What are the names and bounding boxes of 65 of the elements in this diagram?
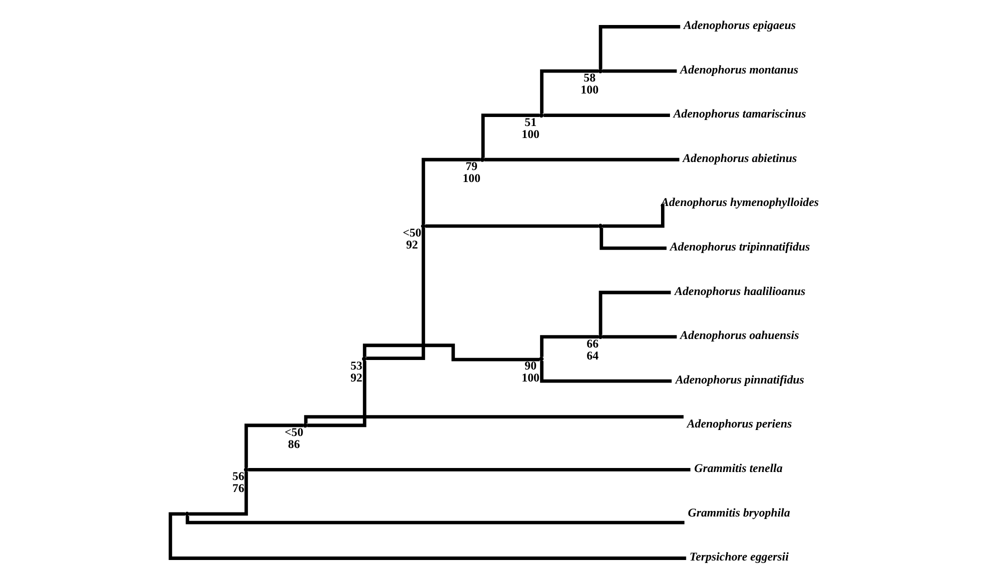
connector (244, 424, 303, 468)
connector (304, 415, 684, 424)
node-label: 90 (524, 358, 536, 372)
node-label: 76 (232, 481, 244, 496)
node-label: <50 (284, 424, 303, 439)
node-point (598, 68, 602, 74)
node-text: Grammitis tenella (694, 460, 782, 475)
connector (366, 228, 425, 360)
connector (185, 516, 684, 524)
node-label: 86 (288, 436, 300, 451)
node-text: Adenophorus periens (686, 416, 792, 431)
node-text: Adenophorus haalilioanus (674, 284, 805, 298)
node-point (480, 157, 484, 162)
connector (248, 468, 690, 472)
connector (540, 335, 598, 357)
node-text: Adenophorus epigaeus (683, 18, 796, 32)
node-point (184, 512, 189, 516)
node-point (243, 467, 248, 472)
connector (362, 344, 540, 362)
node-text: Adenophorus tamariscinus (672, 106, 806, 121)
node-text: Terpsichore eggersii (689, 550, 788, 564)
connector (598, 25, 680, 70)
node-label: 100 (521, 126, 539, 141)
node-point (420, 224, 426, 228)
node-label: 100 (521, 370, 539, 384)
node-text: Adenophorus tripinnatifidus (669, 240, 810, 254)
node-label: 92 (350, 370, 362, 384)
connector (306, 360, 366, 428)
node-label: 56 (232, 469, 244, 484)
connector (602, 335, 676, 338)
node-point (538, 113, 544, 118)
connector (540, 360, 672, 383)
connector (188, 472, 248, 516)
node-text: Adenophorus oahuensis (680, 328, 798, 342)
node-text: Adenophorus hymenophylloides (660, 195, 818, 210)
connector (599, 228, 666, 250)
node-point (538, 356, 544, 362)
node-point (302, 423, 307, 428)
connector (421, 158, 480, 224)
node-text: Adenophorus pinnatifidus (675, 372, 804, 386)
node-label: 92 (406, 238, 418, 252)
node-label: 100 (580, 82, 598, 96)
node-label: 66 (586, 336, 598, 350)
node-point (361, 356, 366, 362)
connector (168, 512, 686, 560)
connector (424, 224, 598, 228)
connector (543, 114, 670, 118)
node-text: Grammitis bryophila (687, 505, 790, 520)
connector (598, 290, 670, 335)
node-label: <50 (402, 226, 421, 240)
node-point (598, 224, 602, 228)
connector (602, 69, 676, 73)
connector (540, 69, 598, 114)
connector (602, 204, 664, 228)
node-label: 64 (586, 348, 598, 362)
node-label: 51 (524, 114, 536, 129)
node-text: Adenophorus abietinus (682, 150, 796, 165)
node-label: 53 (350, 358, 362, 372)
connector (480, 114, 539, 158)
connector (484, 158, 679, 162)
node-label: 100 (462, 171, 480, 186)
node-label: 79 (465, 159, 477, 174)
node-text: Adenophorus montanus (680, 62, 798, 76)
node-label: 58 (583, 70, 596, 85)
node-point (598, 334, 602, 340)
